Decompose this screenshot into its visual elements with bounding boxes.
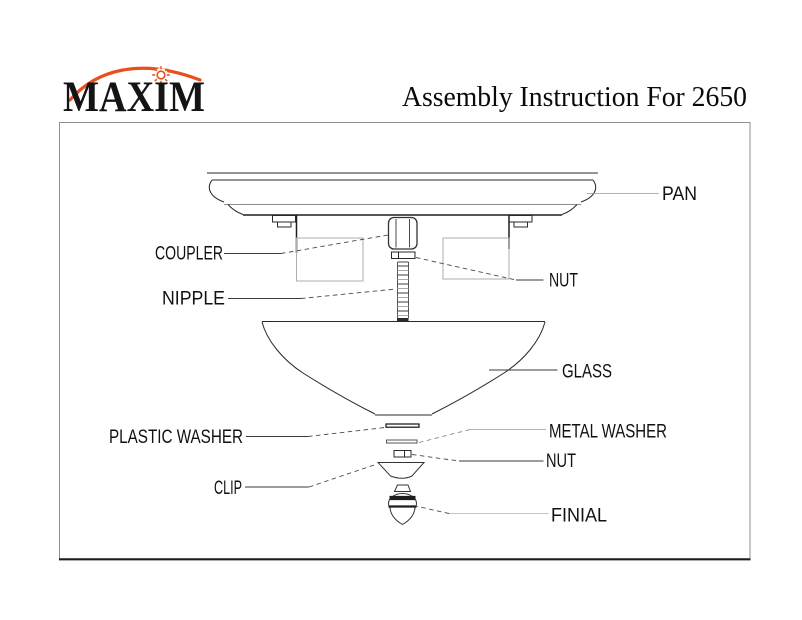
nut-top-drawing [391,251,416,259]
label-glass: GLASS [562,362,612,383]
finial-drawing [388,484,417,526]
nipple-drawing [397,261,409,322]
logo-sun-icon [152,66,170,84]
label-metal-washer: METAL WASHER [549,422,667,443]
nut-top-leader [415,257,517,281]
label-nut-top: NUT [549,271,578,292]
metal-washer-drawing [386,439,418,444]
leader-lines [224,193,659,514]
clip-drawing [376,462,426,479]
fixture-drawing [207,172,598,526]
label-clip: CLIP [214,478,242,499]
glass-drawing [261,321,546,416]
nut-bottom-leader [411,454,460,462]
page-title: Assembly Instruction For 2650 [402,82,747,113]
coupler-drawing [387,216,418,250]
pan-drawing [207,172,598,216]
metal-washer-leader [418,429,471,443]
logo-swoosh-arc [68,66,202,102]
brand-logo: MAXIM [63,66,205,121]
mounting-brackets [272,215,533,253]
nut-bottom-drawing [393,450,412,458]
logo-text: MAXIM [63,74,205,121]
part-labels: PAN COUPLER NUT NIPPLE GLASS METAL WASHE… [109,184,697,527]
label-coupler: COUPLER [155,244,223,265]
label-nipple: NIPPLE [162,289,225,310]
plastic-washer-drawing [385,423,420,428]
label-nut-bottom: NUT [546,451,576,472]
label-plastic-washer: PLASTIC WASHER [109,427,243,448]
label-pan: PAN [662,184,697,205]
finial-leader [413,505,450,514]
socket-boxes [296,237,510,282]
label-finial: FINIAL [551,506,607,527]
